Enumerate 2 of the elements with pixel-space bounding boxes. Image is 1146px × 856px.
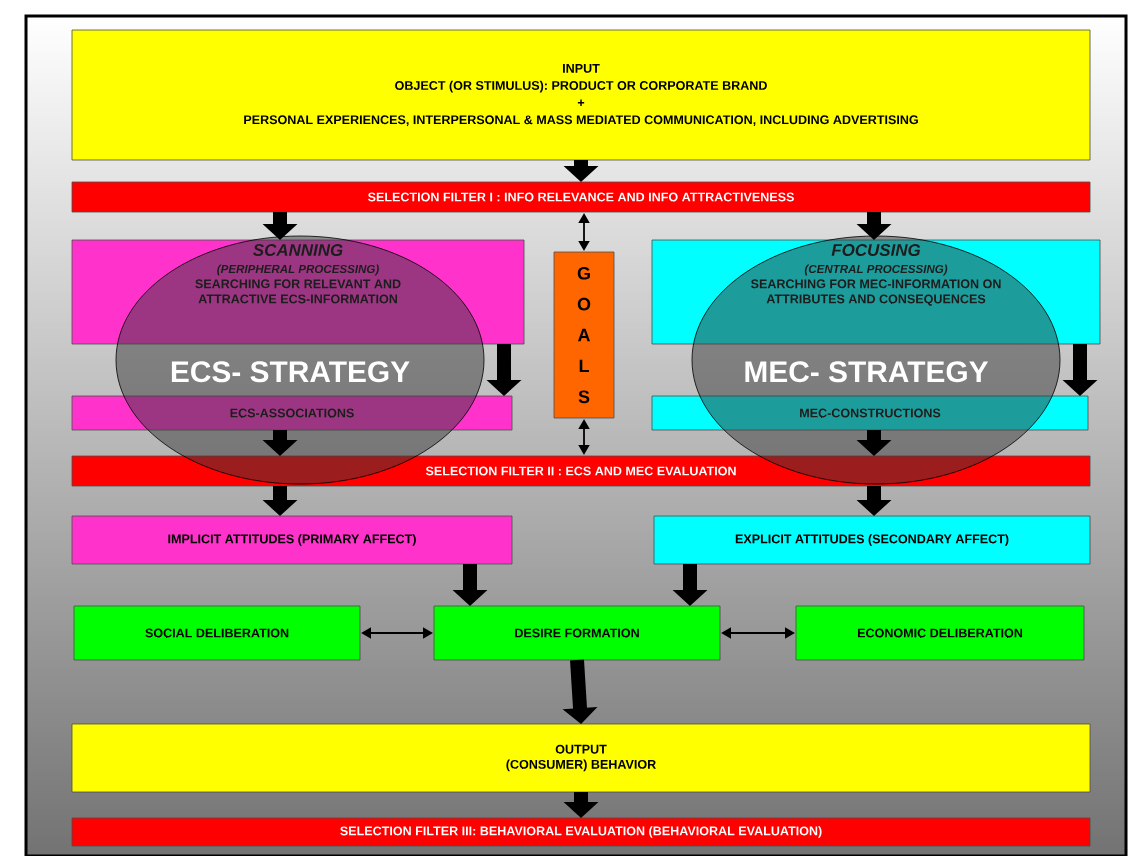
goals-box: GOALS [553,251,615,419]
arrow [578,213,590,251]
